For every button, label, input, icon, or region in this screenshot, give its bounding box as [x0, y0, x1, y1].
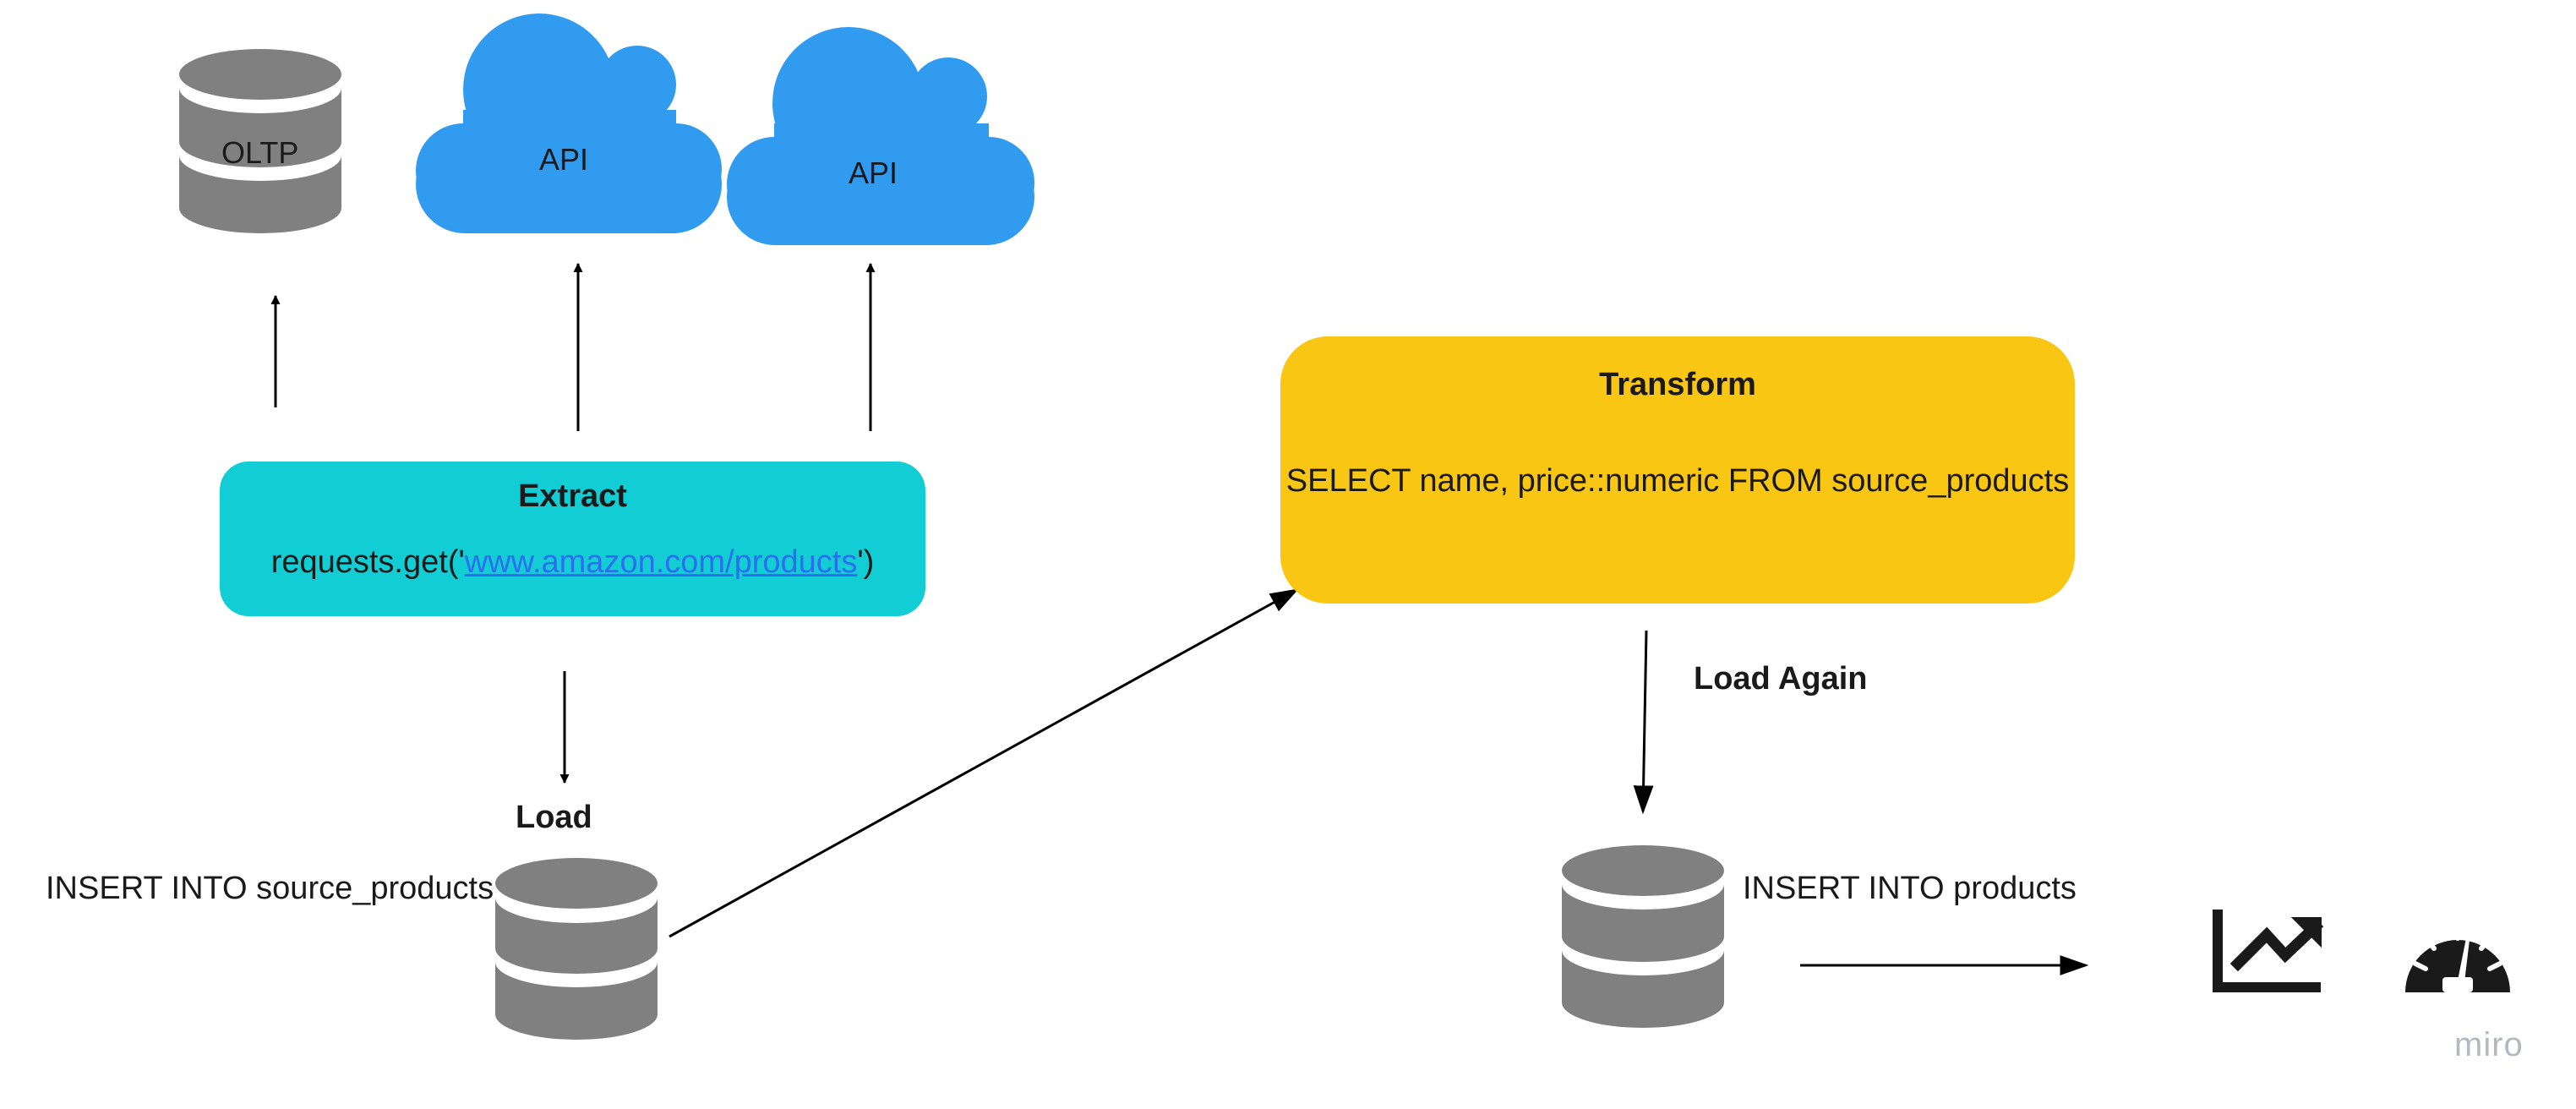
extract-url-link[interactable]: www.amazon.com/products	[464, 544, 858, 580]
trending-chart-icon	[2213, 910, 2324, 992]
source-products-database-icon	[495, 858, 658, 1040]
oltp-label: OLTP	[221, 135, 299, 170]
api-label: API	[539, 142, 589, 177]
transform-step-box[interactable]: Transform SELECT name, price::numeric FR…	[1280, 336, 2075, 604]
speedometer-dashboard-icon	[2405, 926, 2510, 992]
load-again-title: Load Again	[1694, 661, 1868, 697]
load-statement: INSERT INTO source_products	[46, 871, 494, 906]
arrow-transform-to-products	[1633, 630, 1654, 815]
api-cloud-icon	[727, 27, 1034, 245]
oltp-database-icon	[179, 49, 341, 233]
extract-code: requests.get('www.amazon.com/products')	[220, 544, 925, 581]
load-title: Load	[516, 800, 592, 835]
api-label: API	[849, 156, 898, 190]
extract-step-box[interactable]: Extract requests.get('www.amazon.com/pro…	[220, 462, 925, 616]
miro-watermark: miro	[2454, 1026, 2524, 1063]
extract-code-suffix: ')	[857, 544, 875, 580]
products-database-icon	[1562, 845, 1724, 1028]
load-again-statement: INSERT INTO products	[1743, 871, 2077, 906]
extract-title: Extract	[518, 478, 627, 514]
transform-title: Transform	[1599, 367, 1756, 402]
extract-code-prefix: requests.get('	[270, 544, 465, 580]
api-cloud-icon	[416, 14, 722, 233]
transform-statement: SELECT name, price::numeric FROM source_…	[1285, 463, 2070, 499]
arrow-load-to-transform	[669, 588, 1299, 938]
